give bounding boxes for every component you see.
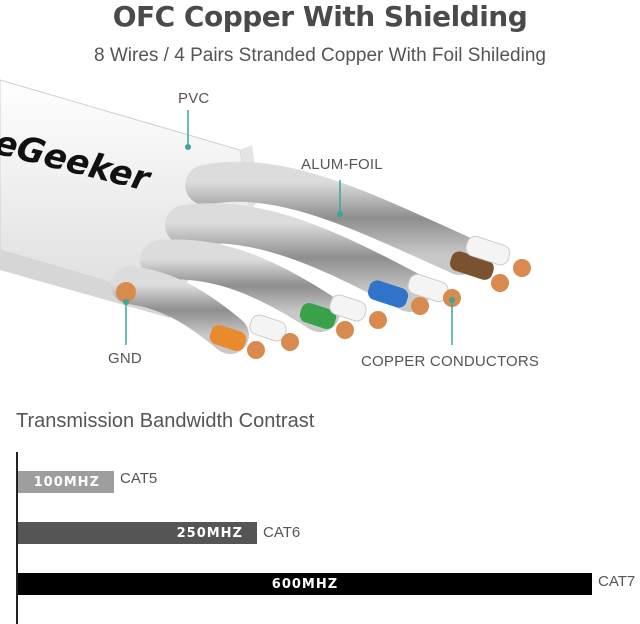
foil-pair-brown (185, 161, 480, 275)
pvc-label: PVC (178, 90, 210, 107)
alum-foil-label: ALUM-FOIL (301, 156, 383, 173)
ground-wire (116, 282, 136, 302)
bar-cat6: 250MHZ (18, 522, 257, 544)
wire-green-pair (299, 294, 387, 339)
foil-pair-green (140, 239, 340, 332)
page-title: OFC Copper With Shielding (112, 0, 528, 33)
chart-title: Transmission Bandwidth Contrast (16, 410, 315, 432)
chart-y-axis (16, 452, 18, 624)
bar-cat5: 100MHZ (18, 471, 114, 493)
bar-cat7: 600MHZ (18, 573, 592, 595)
copper-conductors-label: COPPER CONDUCTORS (361, 353, 540, 370)
wire-brown-pair (449, 235, 531, 292)
page-subtitle: 8 Wires / 4 Pairs Stranded Copper With F… (94, 45, 546, 66)
bar-value-label-cat5: 100MHZ (33, 474, 100, 490)
category-label-cat6: CAT6 (263, 524, 301, 541)
bar-value-label-cat7: 600MHZ (271, 576, 339, 592)
bar-value-label-cat6: 250MHZ (176, 525, 243, 541)
category-label-cat5: CAT5 (120, 470, 158, 487)
wire-orange-pair (209, 314, 299, 359)
cable-illustration: eGeeker (0, 79, 531, 359)
category-label-cat7: CAT7 (598, 573, 636, 590)
gnd-label: GND (108, 350, 142, 367)
foil-pair-blue (165, 203, 430, 312)
